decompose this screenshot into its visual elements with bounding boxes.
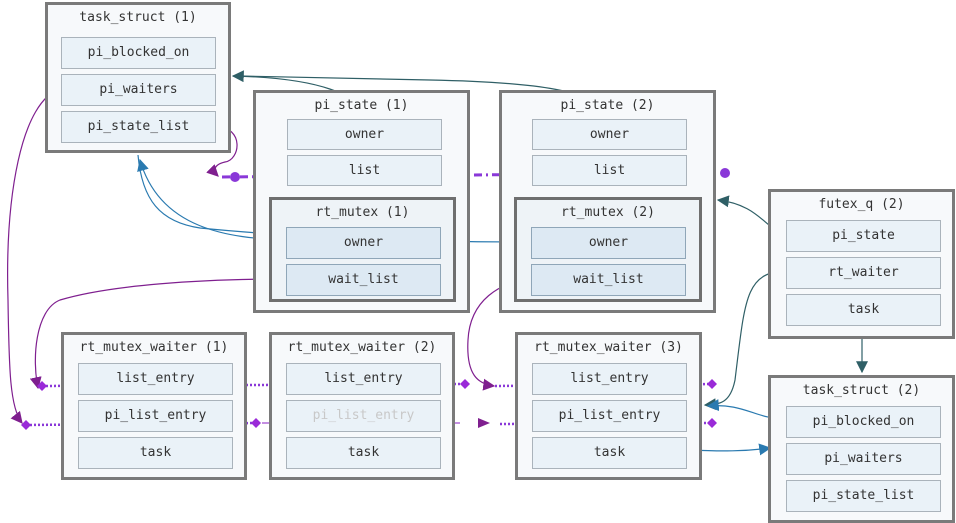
task-struct-2: task_struct (2) pi_blocked_on pi_waiters… (768, 375, 955, 523)
box-title: rt_mutex_waiter (3) (534, 340, 683, 355)
box-title: task_struct (1) (79, 10, 197, 25)
box-title: rt_mutex_waiter (2) (287, 340, 437, 355)
box-title: futex_q (2) (818, 197, 905, 212)
field-pi-waiters: pi_waiters (786, 443, 941, 475)
rt-mutex-waiter-1: rt_mutex_waiter (1) list_entry pi_list_e… (61, 332, 247, 480)
box-title: pi_state (1) (314, 98, 409, 113)
field-pi-list-entry: pi_list_entry (286, 400, 441, 432)
field-list-entry: list_entry (286, 363, 441, 395)
pi-state-list-link (206, 125, 238, 177)
list-node-diamond (251, 418, 261, 428)
field-task: task (532, 437, 687, 469)
box-title: rt_mutex (2) (561, 205, 655, 220)
list-end-dot (230, 172, 240, 182)
field-pi-state-list: pi_state_list (786, 480, 941, 512)
box-title: pi_state (2) (560, 98, 655, 113)
field-owner: owner (532, 119, 687, 150)
field-owner: owner (287, 119, 442, 150)
field-list-entry: list_entry (532, 363, 687, 395)
field-list-entry: list_entry (78, 363, 233, 395)
list-node-arrow (478, 418, 490, 428)
field-pi-state: pi_state (786, 220, 941, 252)
field-pi-waiters: pi_waiters (61, 74, 216, 106)
futex-rt-waiter-link (703, 270, 787, 411)
box-title: rt_mutex (1) (315, 205, 410, 220)
rt-mutex-1: rt_mutex (1) owner wait_list (269, 197, 456, 302)
field-pi-state-list: pi_state_list (61, 111, 216, 143)
list-node-diamond (460, 379, 470, 389)
wait-list-link-1 (29, 278, 287, 390)
field-wait-list: wait_list (286, 264, 441, 296)
list-node-diamond (707, 379, 717, 389)
list-node-diamond (21, 420, 31, 430)
rt-mutex-waiter-3: rt_mutex_waiter (3) list_entry pi_list_e… (515, 332, 702, 480)
list-end-dot (720, 168, 730, 178)
field-task: task (786, 294, 941, 326)
field-owner: owner (531, 227, 686, 259)
field-pi-list-entry: pi_list_entry (78, 400, 233, 432)
field-list: list (532, 155, 687, 186)
futex-q-2: futex_q (2) pi_state rt_waiter task (768, 189, 955, 339)
field-wait-list: wait_list (531, 264, 686, 296)
field-list: list (287, 155, 442, 186)
pi-waiters-link (7, 87, 63, 424)
rt-mutex-waiter-2: rt_mutex_waiter (2) list_entry pi_list_e… (269, 332, 455, 480)
list-node-diamond (707, 418, 717, 428)
field-pi-blocked-on: pi_blocked_on (61, 37, 216, 69)
field-pi-list-entry: pi_list_entry (532, 400, 687, 432)
task-struct-1: task_struct (1) pi_blocked_on pi_waiters… (45, 2, 231, 153)
box-title: rt_mutex_waiter (1) (79, 340, 229, 355)
field-task: task (286, 437, 441, 469)
rt-mutex-2: rt_mutex (2) owner wait_list (514, 197, 702, 302)
field-pi-blocked-on: pi_blocked_on (786, 406, 941, 438)
field-owner: owner (286, 227, 441, 259)
field-rt-waiter: rt_waiter (786, 257, 941, 289)
box-title: task_struct (2) (802, 383, 921, 398)
list-node-diamond (37, 381, 47, 391)
field-task: task (78, 437, 233, 469)
